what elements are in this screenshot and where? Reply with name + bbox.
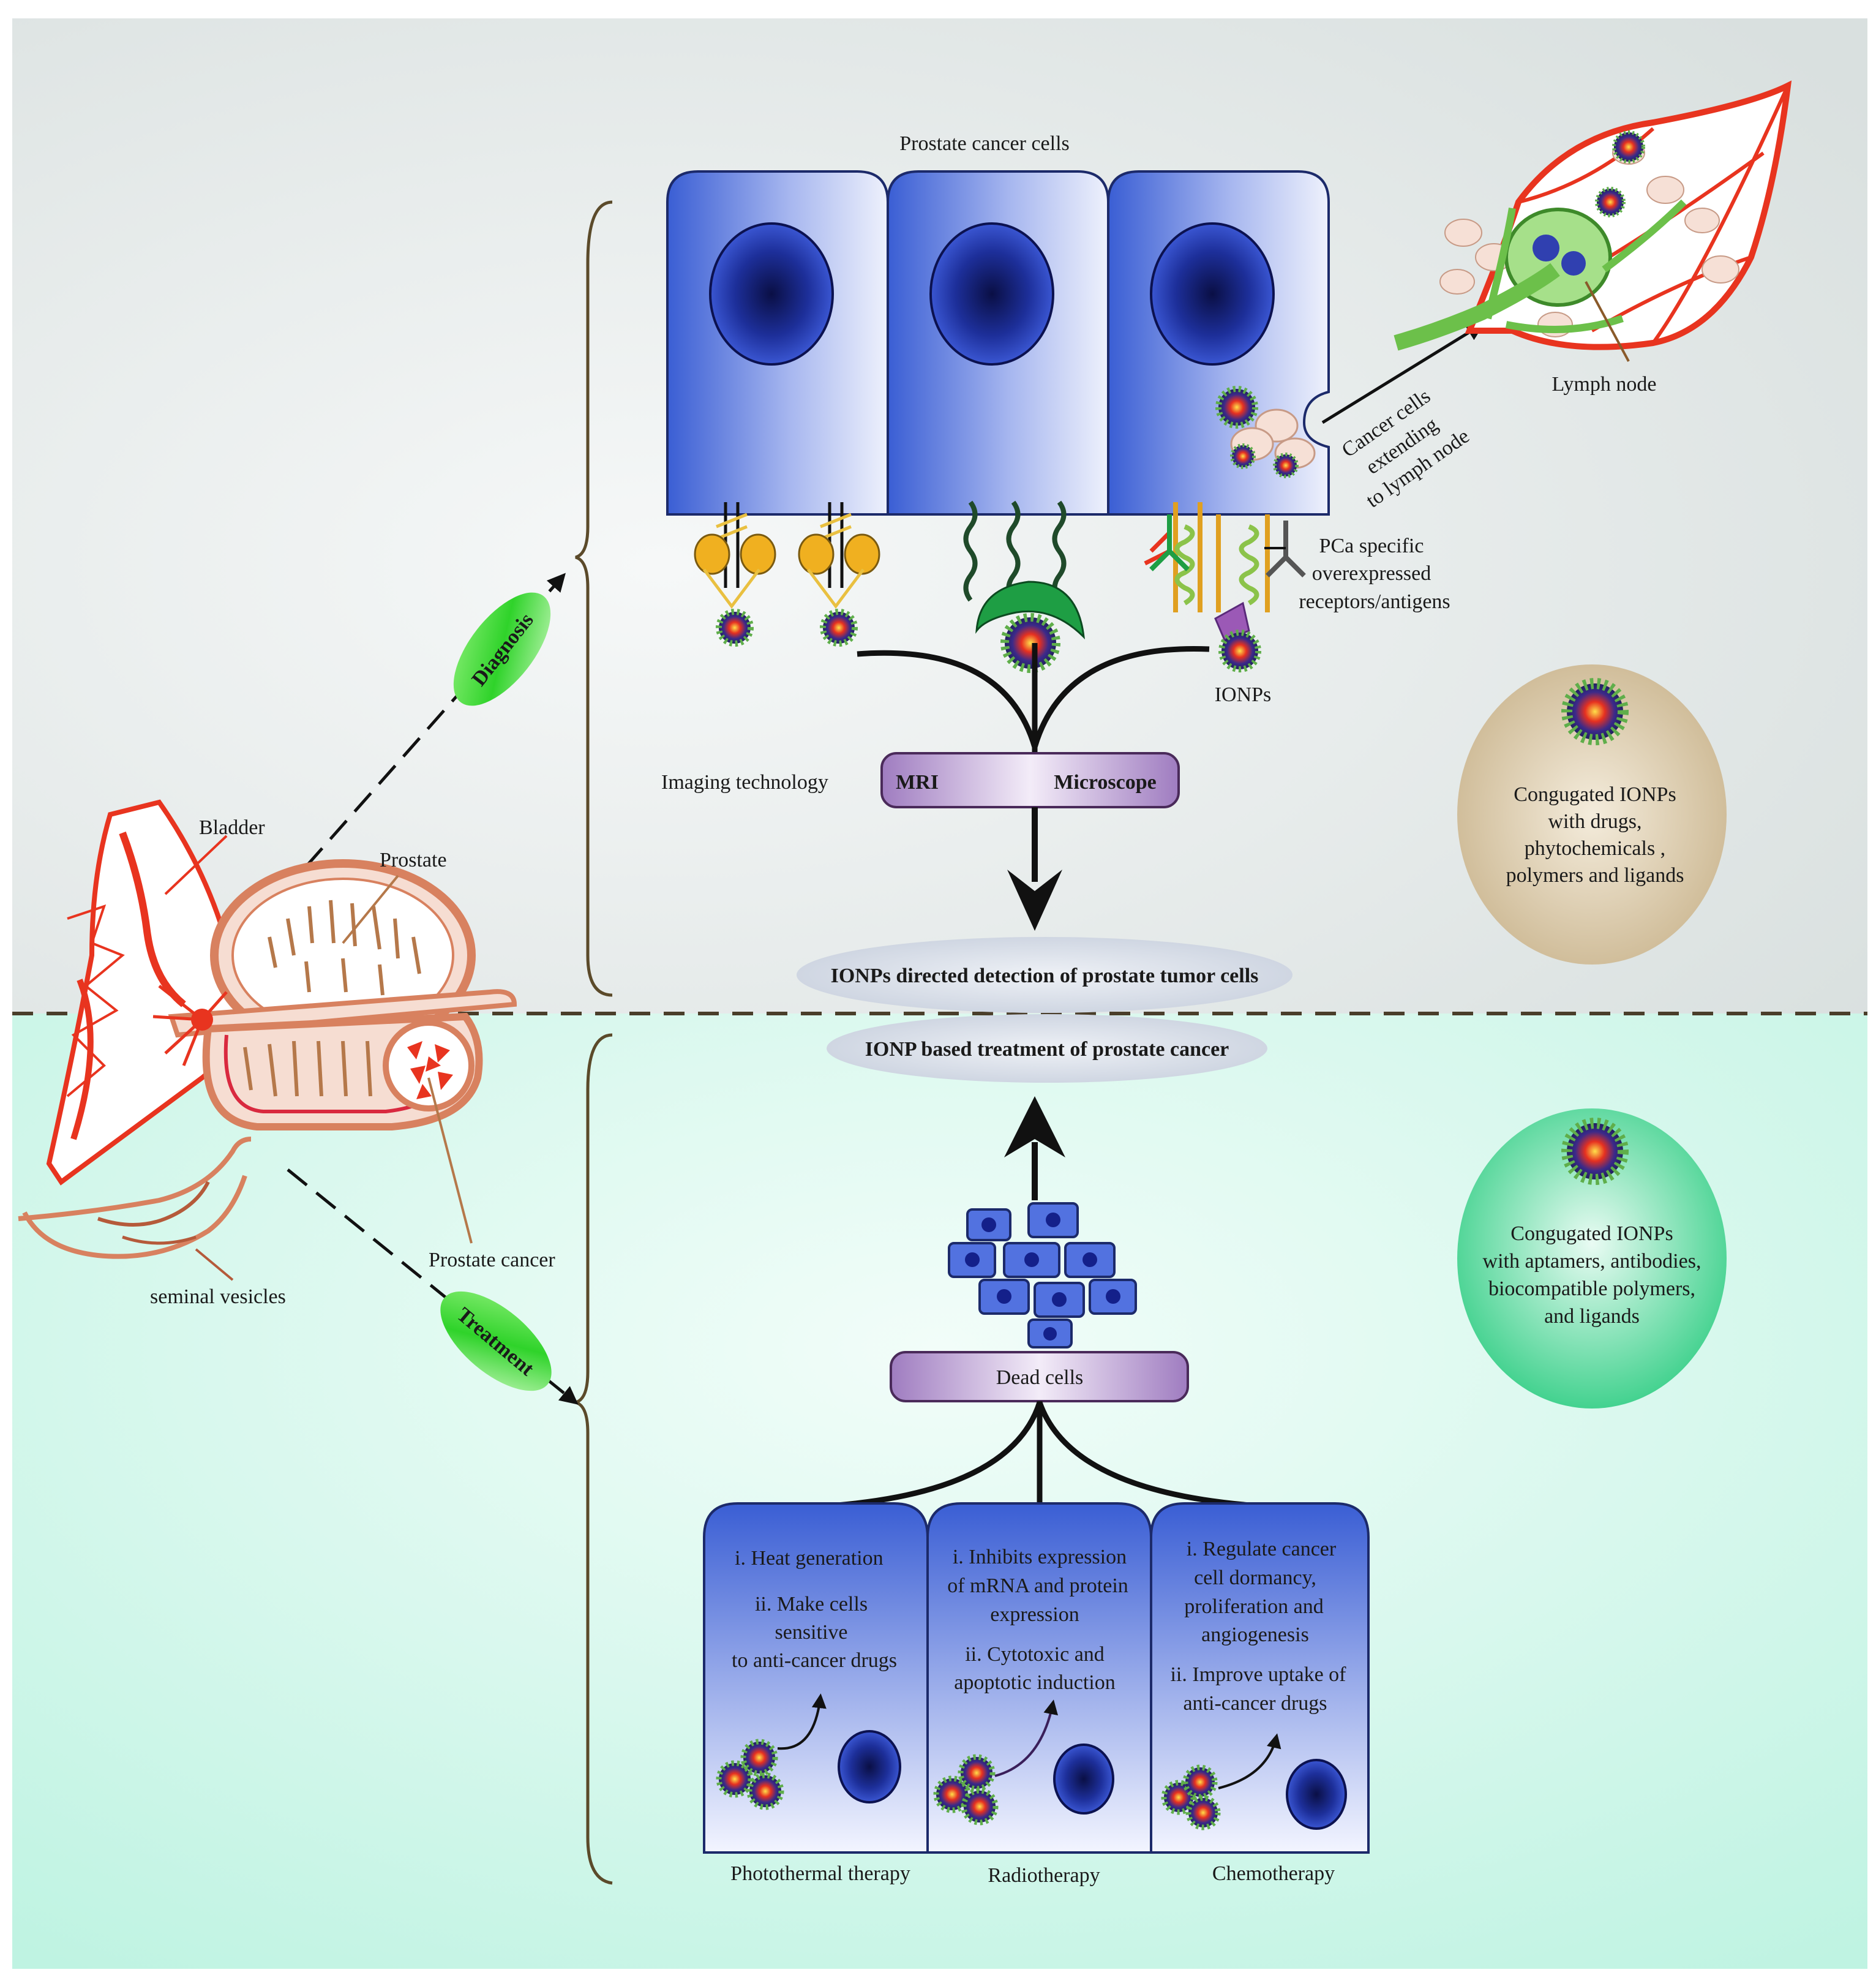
detection-label: IONPs directed detection of prostate tum… xyxy=(831,965,1259,987)
ionps-label: IONPs xyxy=(1215,683,1272,706)
ionp-icon xyxy=(740,1739,778,1777)
diagnosis-brace xyxy=(575,200,613,997)
drug-conjugate-label: Congugated IONPs with drugs, phytochemic… xyxy=(1506,783,1684,887)
metastasis-arrow xyxy=(1321,322,1485,424)
imaging-technology-label: Imaging technology xyxy=(661,771,828,794)
conjugated-ionp-icon xyxy=(1561,1118,1629,1185)
svg-text:anti-cancer drugs: anti-cancer drugs xyxy=(1183,1692,1327,1715)
cells-title: Prostate cancer cells xyxy=(899,132,1070,155)
receptor-group-1 xyxy=(694,502,880,609)
prostate-anatomy-illustration xyxy=(18,799,517,1259)
nucleus-icon xyxy=(709,222,834,366)
nucleus-icon xyxy=(929,222,1054,366)
bladder-pointer xyxy=(164,835,228,895)
conjugated-ionp-icon xyxy=(1561,678,1629,745)
aptamer-binding-pocket xyxy=(975,581,1085,640)
mri-label: MRI xyxy=(896,771,939,794)
aptamer-strands xyxy=(963,500,1067,602)
svg-text:expression: expression xyxy=(990,1603,1079,1626)
ionp-icon xyxy=(716,609,1261,673)
svg-text:i. Inhibits expression: i. Inhibits expression xyxy=(953,1546,1127,1568)
photothermal-therapy-label: Photothermal therapy xyxy=(730,1862,910,1885)
radiotherapy-label: Radiotherapy xyxy=(988,1864,1100,1887)
svg-text:Congugated IONPs: Congugated IONPs xyxy=(1510,1222,1673,1245)
prostate-pointer xyxy=(342,875,399,944)
svg-text:apoptotic induction: apoptotic induction xyxy=(954,1671,1115,1694)
svg-text:overexpressed: overexpressed xyxy=(1312,562,1431,585)
seminal-vesicles-pointer xyxy=(195,1248,234,1281)
svg-text:cell dormancy,: cell dormancy, xyxy=(1194,1567,1316,1589)
lymph-node-illustration xyxy=(1394,80,1792,362)
chemotherapy-label: Chemotherapy xyxy=(1212,1862,1335,1885)
detection-oval xyxy=(797,937,1293,1013)
ionp-icon xyxy=(1182,1764,1218,1800)
ionp-icon xyxy=(1185,1795,1221,1830)
svg-text:ii. Make cells: ii. Make cells xyxy=(755,1593,868,1616)
treatment-title: IONP based treatment of prostate cancer xyxy=(865,1038,1229,1061)
treatment-title-oval xyxy=(827,1014,1267,1083)
drug-conjugate-oval xyxy=(1457,664,1727,965)
prostate-texture xyxy=(268,900,421,996)
svg-text:sensitive: sensitive xyxy=(775,1621,848,1644)
receptor-label: PCa specific overexpressed receptors/ant… xyxy=(1299,535,1450,613)
prostate-cancer-label: Prostate cancer xyxy=(429,1249,555,1271)
svg-text:to anti-cancer drugs: to anti-cancer drugs xyxy=(732,1649,897,1672)
dead-cell-nuclei xyxy=(965,1213,1120,1341)
svg-text:phytochemicals ,: phytochemicals , xyxy=(1525,837,1665,860)
ionp-icon xyxy=(716,1760,754,1798)
treatment-pill: Treatment xyxy=(440,1291,552,1391)
therapy-cell-photothermal: i. Heat generation ii. Make cells sensit… xyxy=(703,1502,929,1854)
svg-text:with aptamers, antibodies,: with aptamers, antibodies, xyxy=(1483,1250,1702,1273)
aptamer-conjugate-label: Congugated IONPs with aptamers, antibodi… xyxy=(1483,1222,1702,1328)
aptamer-conjugate-oval xyxy=(1457,1108,1727,1409)
up-arrow-head xyxy=(1004,1096,1065,1157)
convergence-lines xyxy=(857,643,1210,753)
cancer-cell-cluster xyxy=(1215,386,1316,478)
bladder-wall xyxy=(46,799,248,1186)
dead-cells-label: Dead cells xyxy=(996,1366,1084,1389)
prostate-cancer-pointer xyxy=(427,1077,473,1244)
svg-text:with drugs,: with drugs, xyxy=(1548,810,1642,833)
nucleus-icon xyxy=(1053,1743,1114,1815)
svg-text:receptors/antigens: receptors/antigens xyxy=(1299,590,1450,613)
microscope-label: Microscope xyxy=(1054,771,1156,794)
svg-text:proliferation and: proliferation and xyxy=(1184,1595,1324,1618)
ionp-icon xyxy=(958,1754,996,1792)
svg-text:Congugated IONPs: Congugated IONPs xyxy=(1514,783,1676,806)
lymph-node-label: Lymph node xyxy=(1552,373,1657,396)
nucleus-icon xyxy=(1286,1759,1347,1830)
svg-text:ii. Cytotoxic and: ii. Cytotoxic and xyxy=(965,1643,1105,1666)
ionp-icon xyxy=(961,1788,999,1826)
prostate-cancer-cells xyxy=(666,170,1330,516)
svg-text:angiogenesis: angiogenesis xyxy=(1201,1623,1309,1646)
prostate-label: Prostate xyxy=(380,849,447,871)
seminal-vesicles-label: seminal vesicles xyxy=(150,1285,286,1308)
svg-text:PCa specific: PCa specific xyxy=(1319,535,1424,557)
svg-text:biocompatible polymers,: biocompatible polymers, xyxy=(1488,1277,1695,1300)
svg-text:i. Heat generation: i. Heat generation xyxy=(735,1547,884,1570)
svg-text:of mRNA and protein: of mRNA and protein xyxy=(947,1574,1128,1597)
nucleus-icon xyxy=(1150,222,1275,366)
svg-text:i. Regulate cancer: i. Regulate cancer xyxy=(1187,1538,1337,1560)
therapy-cell-chemotherapy: i. Regulate cancer cell dormancy, prolif… xyxy=(1150,1502,1370,1854)
nucleus-icon xyxy=(838,1730,901,1804)
bladder-label: Bladder xyxy=(199,816,265,839)
svg-text:and ligands: and ligands xyxy=(1544,1305,1640,1328)
therapy-cell-radiotherapy: i. Inhibits expression of mRNA and prote… xyxy=(926,1502,1152,1854)
receptor-group-3 xyxy=(1144,502,1306,641)
svg-text:polymers and ligands: polymers and ligands xyxy=(1506,864,1684,887)
divergence-lines xyxy=(820,1401,1268,1510)
down-arrow-head xyxy=(1007,870,1062,931)
ionp-icon xyxy=(746,1772,784,1810)
svg-text:ii. Improve uptake of: ii. Improve uptake of xyxy=(1170,1663,1346,1686)
imaging-pill xyxy=(880,752,1180,808)
